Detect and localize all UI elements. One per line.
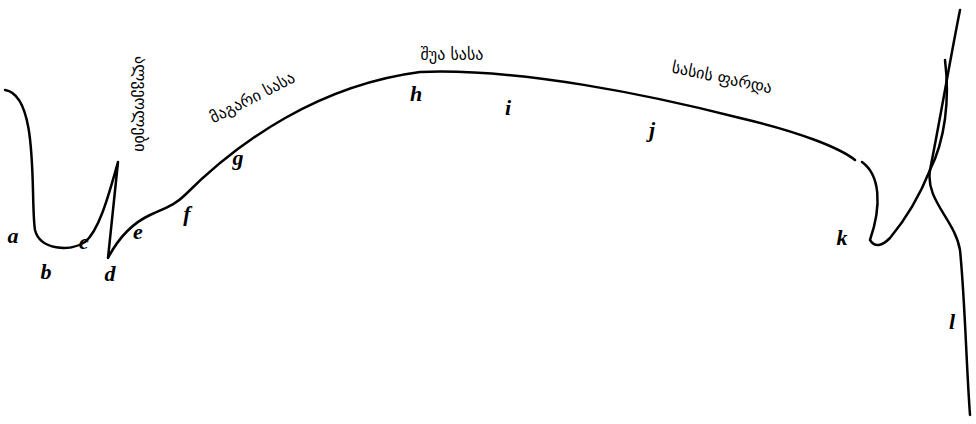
point-letter: k xyxy=(837,227,848,249)
point-letter: f xyxy=(183,203,190,225)
region-label: ალვეოლები xyxy=(132,56,148,152)
point-letter: a xyxy=(8,225,19,247)
region-label: შუა სასა xyxy=(421,47,484,63)
point-letter: b xyxy=(41,261,52,283)
point-letter: h xyxy=(410,83,422,105)
pharynx-wall xyxy=(929,10,970,415)
point-letter: e xyxy=(133,221,143,243)
point-letter: i xyxy=(505,97,511,119)
region-label: სასის ფარდა xyxy=(671,60,774,97)
point-letter: c xyxy=(79,231,89,253)
point-letter: g xyxy=(233,147,244,169)
point-letter: d xyxy=(105,263,116,285)
point-letter: j xyxy=(649,119,655,141)
point-letter: l xyxy=(949,311,955,333)
